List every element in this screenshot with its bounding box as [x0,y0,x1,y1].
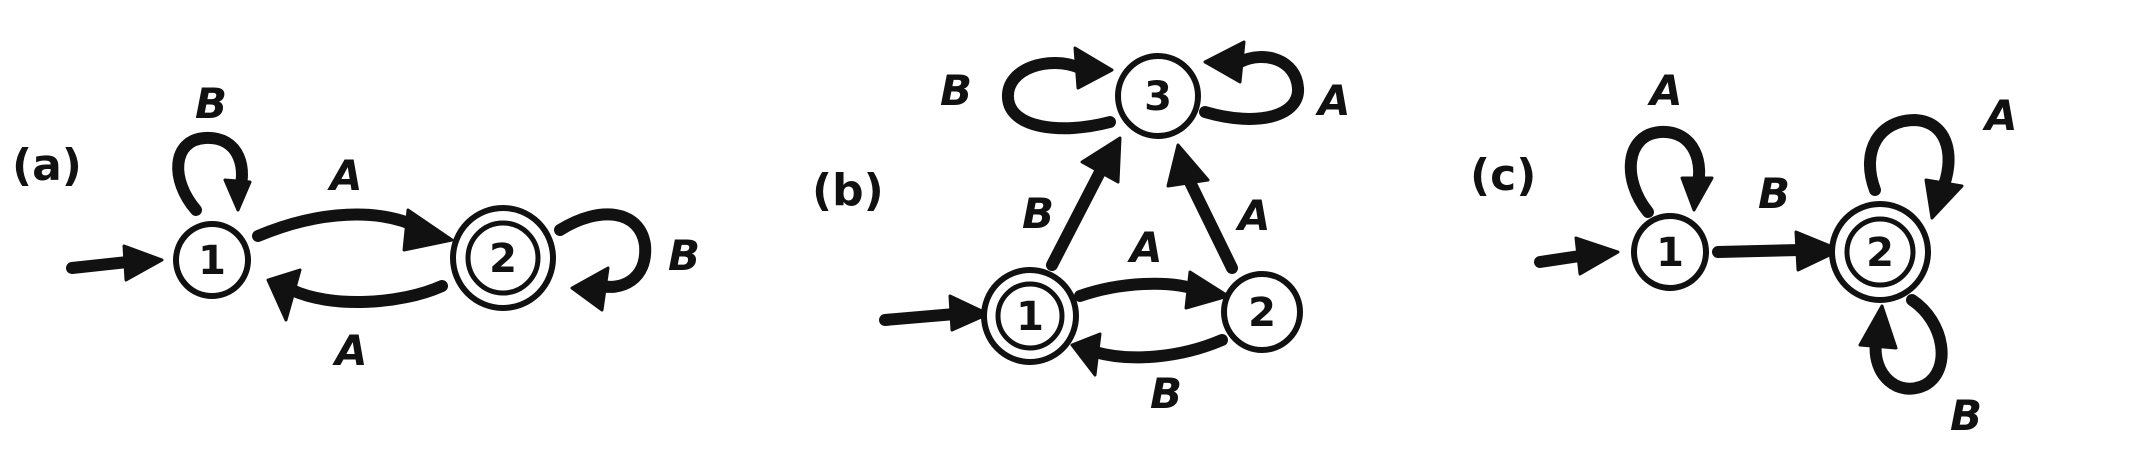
panel-c-state-2-label: 2 [1866,230,1894,276]
panel-a-loop-1 [172,132,252,216]
panel-b-label: (b) [812,165,884,216]
panel-c-loop-1-label: A [1647,66,1683,115]
panel-c-state-2-accepting: 2 [1829,201,1931,303]
panel-b-edge-1-to-2-label: A [1127,223,1163,272]
panel-b-edge-2-to-1 [1070,332,1228,377]
panel-a-label: (a) [12,140,82,191]
panel-b-edge-2-to-3 [1166,143,1238,274]
panel-c-loop-2-bottom-label: B [1950,391,1982,440]
panel-b-edge-1-to-3 [1046,136,1122,271]
panel-c: (c) A B A B [1470,66,2018,440]
panel-b-loop-3-left-label: B [940,66,972,115]
panel-c-edge-1-to-2 [1712,230,1842,272]
panel-a: (a) B A A B [12,79,700,375]
panel-c-loop-2-top-label: A [1982,91,2018,140]
panel-c-start-arrow [1534,236,1620,276]
panel-b-edge-2-to-3-label: A [1235,191,1271,240]
panel-a-loop-2 [554,208,652,312]
panel-a-state-1: 1 [173,221,251,299]
panel-b-state-3: 3 [1115,53,1201,139]
panel-b-edge-1-to-2 [1074,270,1230,310]
panel-b-edge-2-to-1-label: B [1150,369,1182,418]
panel-a-edge-2-to-1-label: A [332,326,368,375]
panel-a-loop-1-label: B [195,79,227,128]
panel-b-edge-1-to-3-label: B [1022,189,1054,238]
panel-c-label: (c) [1470,150,1536,201]
panel-c-loop-1 [1624,126,1714,218]
panel-a-start-arrow [66,244,164,282]
panel-b-state-3-label: 3 [1144,74,1172,120]
panel-b-loop-3-right-label: A [1315,76,1351,125]
panel-b-state-1-accepting: 1 [981,267,1079,365]
panel-c-loop-2-top [1864,114,1964,220]
panel-b-start-arrow [879,294,990,332]
panel-c-edge-1-to-2-label: B [1758,169,1790,218]
panel-c-state-1: 1 [1631,213,1709,291]
panel-c-loop-2-bottom [1858,294,1948,395]
panel-b: (b) B A B A [812,40,1351,418]
panel-a-loop-2-label: B [668,231,700,280]
panel-a-edge-1-to-2-label: A [327,151,363,200]
panel-c-state-1-label: 1 [1656,230,1684,276]
panel-b-state-2: 2 [1221,271,1303,353]
panel-b-loop-3-right [1199,40,1304,125]
panel-a-state-1-label: 1 [198,238,226,284]
panel-b-loop-3-left [1002,46,1116,135]
panel-a-edge-1-to-2 [252,208,454,252]
panel-b-state-1-label: 1 [1016,294,1044,340]
panel-a-edge-2-to-1 [266,268,448,322]
panel-a-state-2-accepting: 2 [450,205,556,311]
panel-b-state-2-label: 2 [1248,290,1276,336]
panel-a-state-2-label: 2 [489,236,517,282]
